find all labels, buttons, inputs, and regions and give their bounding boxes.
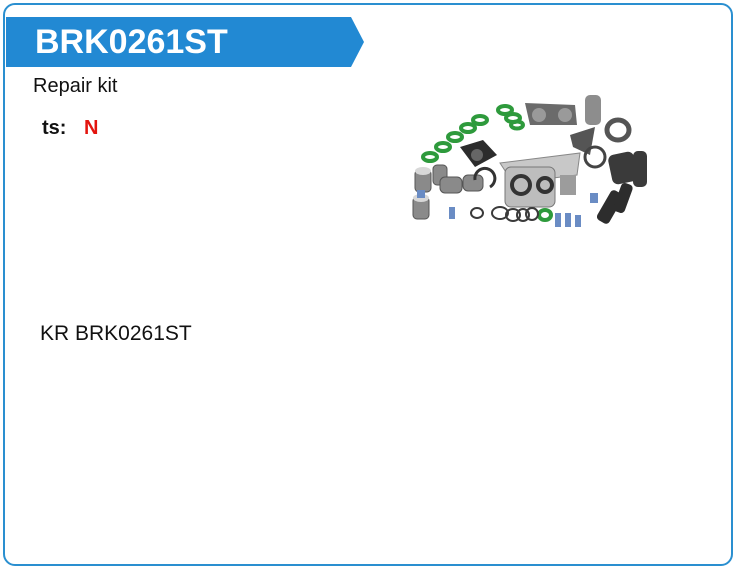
product-description: Repair kit bbox=[33, 75, 118, 97]
product-code: BRK0261ST bbox=[35, 23, 228, 61]
ts-value: N bbox=[84, 117, 99, 139]
banner-shape bbox=[6, 17, 364, 67]
repair-kit-parts-image bbox=[405, 95, 660, 245]
product-card bbox=[3, 3, 733, 566]
reference-number: KR BRK0261ST bbox=[40, 322, 192, 345]
parts-illustration bbox=[412, 95, 647, 227]
ts-status: ts: N bbox=[42, 117, 98, 140]
ts-label: ts: bbox=[42, 117, 67, 139]
product-code-banner: BRK0261ST bbox=[6, 17, 364, 67]
